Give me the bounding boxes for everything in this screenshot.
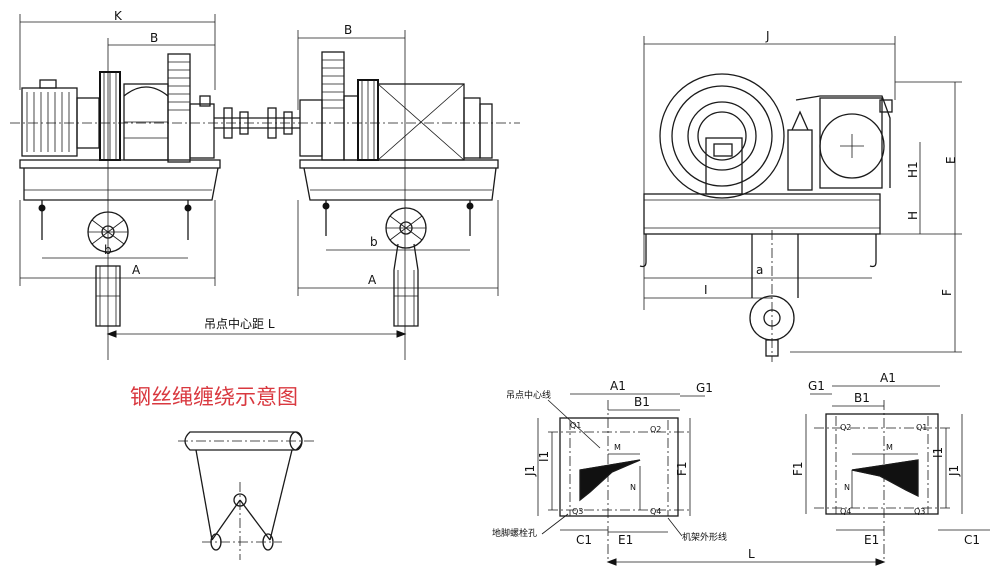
Q4-left: Q4 bbox=[650, 507, 661, 516]
dim-C1-left: C1 bbox=[576, 533, 592, 547]
dim-C1-right: C1 bbox=[964, 533, 980, 547]
dim-B1-right: B1 bbox=[854, 391, 870, 405]
dim-J-label: J bbox=[765, 29, 770, 43]
dim-A-left: A bbox=[132, 263, 141, 277]
Q3-right: Q3 bbox=[914, 507, 925, 516]
dim-E1-right: E1 bbox=[864, 533, 879, 547]
N-left: N bbox=[630, 483, 636, 492]
dim-H1-label: H1 bbox=[906, 161, 920, 178]
dim-F-label: F bbox=[940, 289, 954, 296]
rope-diagram-title: 钢丝绳缠绕示意图 bbox=[130, 385, 298, 409]
anchor-bolt-label: 地脚螺栓孔 bbox=[492, 527, 537, 539]
foundation-L-dimension: L bbox=[606, 547, 886, 566]
right-winch-front-view: B b bbox=[297, 23, 499, 360]
M-right: M bbox=[886, 443, 893, 452]
dim-I-label: I bbox=[704, 283, 708, 297]
dim-E1-left: E1 bbox=[618, 533, 633, 547]
Q2-right: Q2 bbox=[840, 423, 851, 432]
foundation-plan-right: G1 A1 B1 Q2 Q1 Q4 Q3 M N F1 I1 J1 E1 C1 bbox=[791, 371, 990, 560]
dim-J1-left: J1 bbox=[523, 465, 537, 477]
dim-L-foundation: L bbox=[748, 547, 755, 561]
dim-F1-left: F1 bbox=[675, 461, 689, 476]
dim-H-label: H bbox=[906, 211, 920, 220]
dim-K-label: K bbox=[114, 9, 123, 23]
frame-outline-label: 机架外形线 bbox=[682, 531, 727, 543]
dim-b-left: b bbox=[104, 243, 112, 257]
Q4-right: Q4 bbox=[840, 507, 851, 516]
Q2-left: Q2 bbox=[650, 425, 661, 434]
rope-winding-diagram: 钢丝绳缠绕示意图 bbox=[130, 385, 316, 560]
lift-centerline-label-left: 吊点中心线 bbox=[506, 389, 551, 401]
left-winch-front-view: K B bbox=[10, 9, 520, 360]
dim-b-right: b bbox=[370, 235, 378, 249]
dim-F1-right: F1 bbox=[791, 461, 805, 476]
dim-E-label: E bbox=[944, 156, 958, 164]
dim-I1-left: I1 bbox=[537, 451, 551, 462]
dim-G1-right: G1 bbox=[808, 379, 825, 393]
dim-A1-right: A1 bbox=[880, 371, 896, 385]
dim-A1-left: A1 bbox=[610, 379, 626, 393]
Q3-left: Q3 bbox=[572, 507, 583, 516]
dim-G1-left: G1 bbox=[696, 381, 713, 395]
lifting-distance-dimension: 吊点中心距 L bbox=[106, 316, 407, 338]
winch-side-view: J E H1 bbox=[639, 29, 962, 362]
lifting-distance-label: 吊点中心距 L bbox=[204, 316, 275, 331]
N-right: N bbox=[844, 483, 850, 492]
dim-B-right: B bbox=[344, 23, 352, 37]
Q1-right: Q1 bbox=[916, 423, 927, 432]
dim-B-label: B bbox=[150, 31, 158, 45]
M-left: M bbox=[614, 443, 621, 452]
dim-a-label: a bbox=[756, 263, 763, 277]
dim-I1-right: I1 bbox=[931, 447, 945, 458]
dim-J1-right: J1 bbox=[947, 465, 961, 477]
dim-B1-left: B1 bbox=[634, 395, 650, 409]
dim-A-right: A bbox=[368, 273, 377, 287]
foundation-plan-left: 吊点中心线 A1 B1 G1 Q1 Q2 Q3 Q4 M N J1 I1 F1 … bbox=[492, 379, 727, 560]
